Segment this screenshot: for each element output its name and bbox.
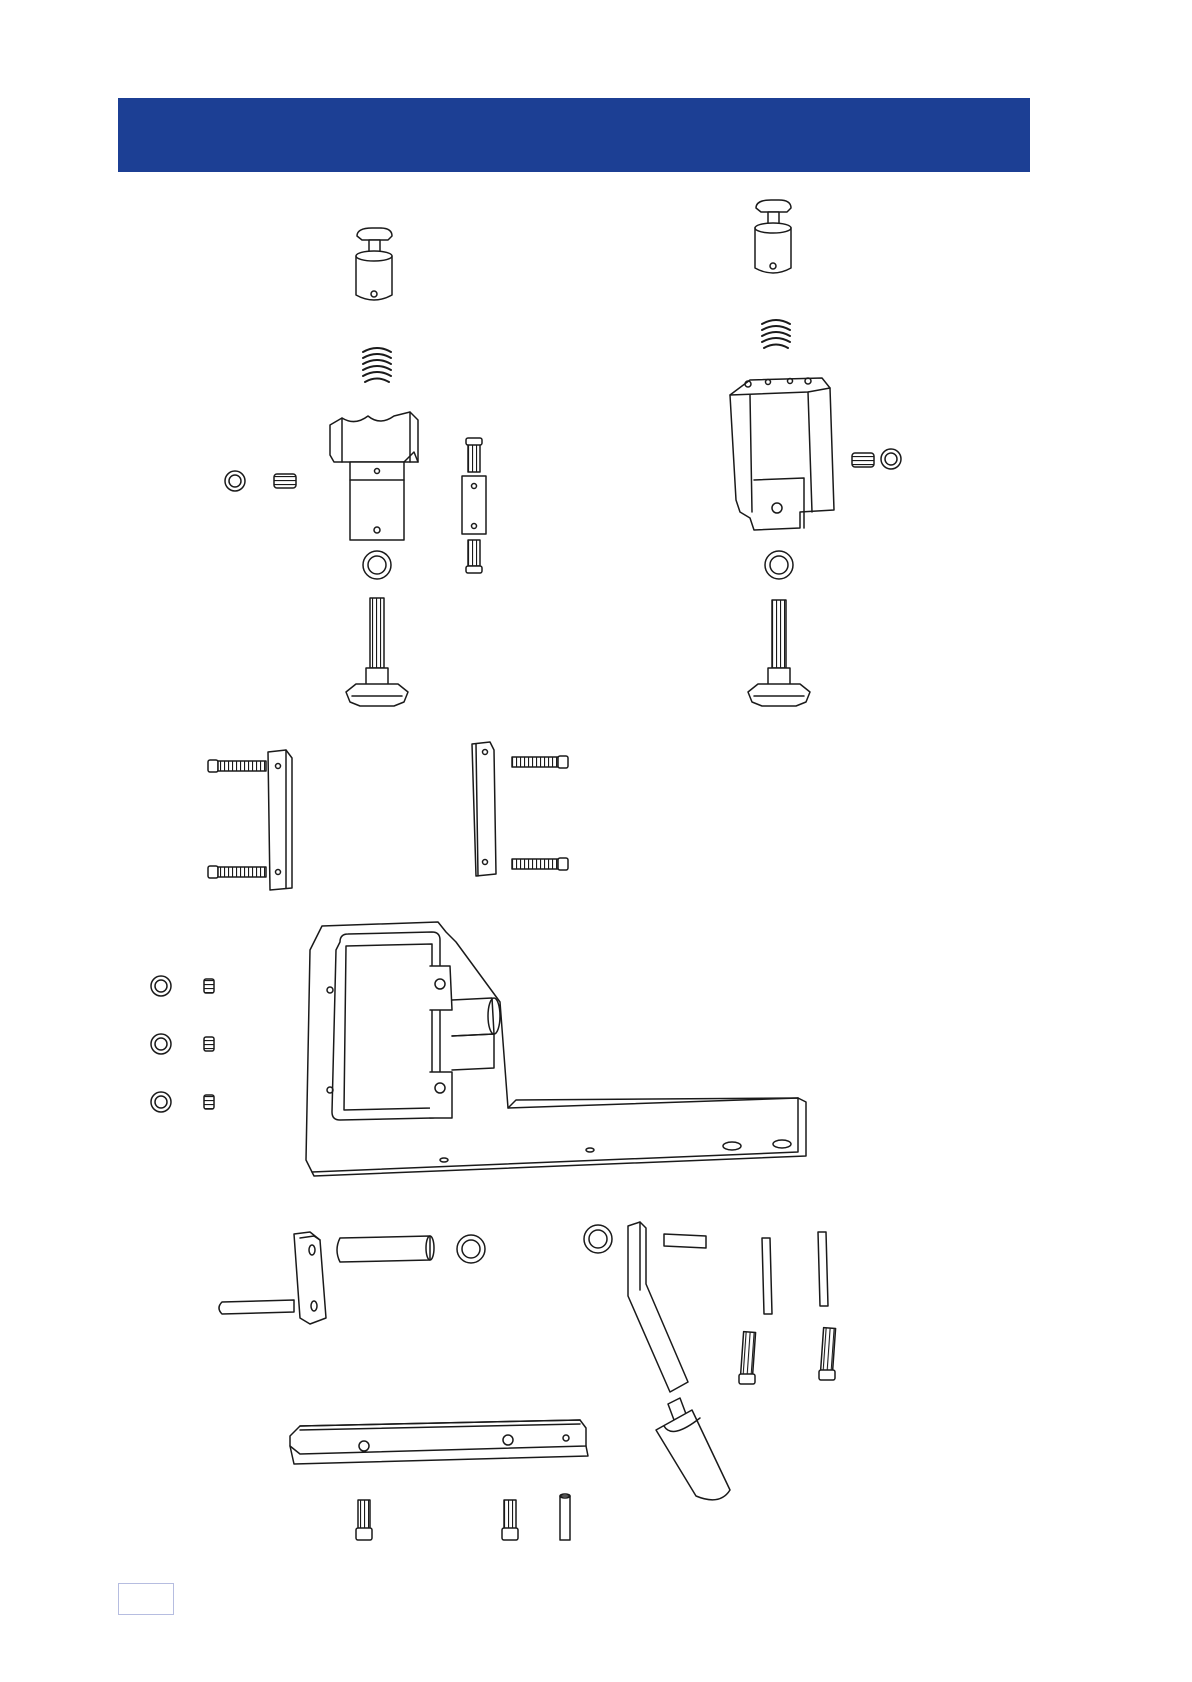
frame-washers-and-grub-screws	[151, 976, 214, 1112]
left-side-plate	[208, 750, 292, 890]
right-clamp-top-knob	[755, 200, 791, 273]
crank-dowel-pins	[762, 1232, 828, 1314]
crank-handle-grip	[656, 1398, 730, 1500]
right-clamp-thumb-screw	[748, 600, 810, 706]
left-clamp-side-block	[462, 438, 486, 573]
crank-arm	[628, 1222, 688, 1392]
right-clamp-grub-and-washer	[852, 449, 901, 469]
crank-short-pin	[664, 1234, 706, 1248]
right-clamp-assembly	[730, 200, 901, 706]
base-bar-assembly	[290, 1420, 588, 1540]
crank-pin	[219, 1300, 294, 1314]
crank-washers	[457, 1225, 612, 1263]
left-clamp-spring	[363, 348, 391, 382]
right-clamp-lower-washer	[765, 551, 793, 579]
crank-cap-screws	[739, 1328, 836, 1384]
left-clamp-top-knob	[356, 228, 392, 300]
side-plates-with-screws	[208, 742, 568, 890]
page-number-box	[118, 1583, 174, 1615]
crank-sleeve	[337, 1236, 434, 1262]
right-clamp-spring	[762, 320, 790, 348]
right-clamp-body	[730, 378, 834, 530]
left-clamp-thumb-screw	[346, 598, 408, 706]
left-clamp-assembly	[225, 228, 486, 706]
left-clamp-washer-and-grub	[225, 471, 296, 491]
left-clamp-lower-washer	[363, 551, 391, 579]
main-frame	[306, 922, 806, 1176]
left-clamp-body	[330, 412, 418, 540]
crank-link-plate	[294, 1232, 326, 1324]
right-side-plate	[472, 742, 568, 876]
